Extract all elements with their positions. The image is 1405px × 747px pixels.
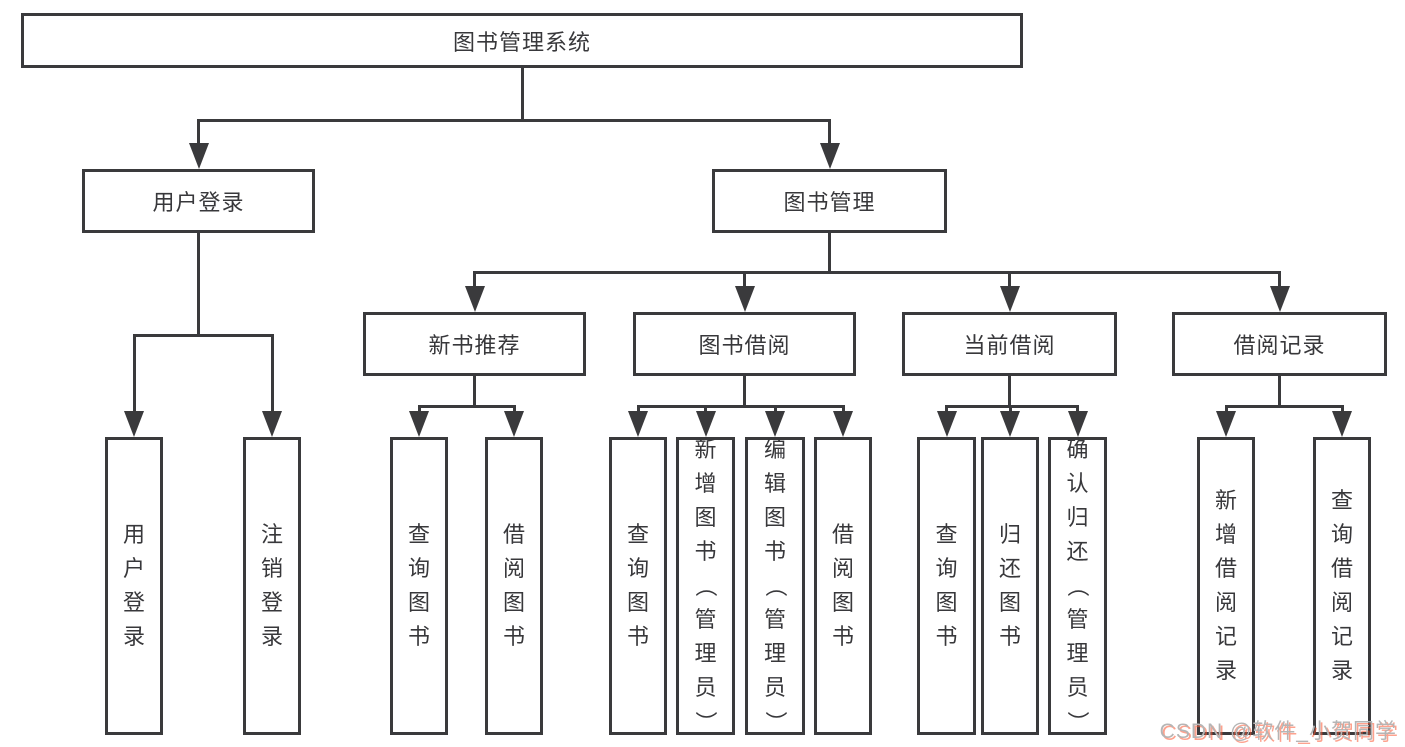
arrow-down-icon [765, 411, 785, 437]
connector-drop [945, 406, 948, 415]
node-label: 借阅图书 [502, 522, 525, 649]
node-label: 查询图书 [407, 522, 430, 649]
connector-stem [197, 233, 200, 335]
node-label: 新增借阅记录 [1214, 488, 1237, 683]
node-add-borrow-record: 新增借阅记录 [1197, 437, 1255, 735]
connector-drop [704, 406, 707, 415]
arrow-down-icon [936, 411, 957, 437]
node-return-book: 归还图书 [981, 437, 1039, 735]
node-label: 注销登录 [260, 522, 283, 649]
node-logout: 注销登录 [243, 437, 301, 735]
node-library-system: 图书管理系统 [21, 13, 1023, 68]
node-label: 查询借阅记录 [1330, 488, 1353, 683]
arrow-down-icon [1269, 286, 1290, 312]
node-label: 编辑图书（管理员） [762, 437, 788, 734]
watermark: CSDN @软件_小贺同学 [1159, 720, 1397, 743]
connector-drop [828, 120, 831, 147]
node-user-login-group: 用户登录 [82, 169, 315, 233]
arrow-down-icon [124, 411, 144, 437]
node-label: 用户登录 [122, 522, 145, 649]
connector-branch [473, 270, 1281, 274]
node-add-book-admin: 新增图书（管理员） [676, 437, 735, 735]
connector-stem [1008, 376, 1011, 406]
arrow-down-icon [1216, 411, 1236, 437]
node-borrow-records: 借阅记录 [1172, 312, 1387, 376]
node-label: 新增图书（管理员） [693, 437, 719, 734]
connector-drop [1008, 406, 1012, 415]
arrow-down-icon [464, 286, 485, 312]
connector-drop [1340, 406, 1344, 415]
connector-drop [1278, 272, 1281, 290]
node-label: 查询图书 [935, 522, 958, 649]
node-label: 新书推荐 [428, 333, 521, 358]
arrow-down-icon [999, 286, 1020, 312]
connector-stem [1278, 376, 1281, 406]
node-query-books-1: 查询图书 [390, 437, 448, 735]
connector-drop [1224, 406, 1228, 415]
connector-branch [1224, 404, 1344, 408]
node-borrow-books-1: 借阅图书 [485, 437, 543, 735]
connector-drop [473, 272, 476, 290]
node-label: 当前借阅 [963, 333, 1056, 358]
connector-branch [636, 404, 845, 408]
arrow-down-icon [504, 411, 524, 437]
arrow-down-icon [628, 411, 648, 437]
arrow-down-icon [1000, 411, 1020, 437]
connector-drop [743, 272, 746, 290]
node-new-book-recommend: 新书推荐 [363, 312, 586, 376]
arrow-down-icon [188, 143, 209, 169]
connector-drop [773, 406, 777, 415]
arrow-down-icon [695, 411, 716, 437]
arrow-down-icon [262, 411, 282, 437]
arrow-down-icon [1332, 411, 1352, 437]
connector-branch [417, 404, 516, 408]
connector-drop [417, 406, 421, 415]
node-book-management: 图书管理 [712, 169, 947, 233]
connector-drop [841, 406, 845, 415]
connector-stem [473, 376, 476, 406]
node-label: 借阅图书 [831, 522, 854, 649]
connector-stem [743, 376, 746, 406]
node-user-login: 用户登录 [105, 437, 163, 735]
node-label: 借阅记录 [1233, 333, 1326, 358]
connector-drop [270, 335, 274, 415]
connector-branch [197, 118, 831, 122]
connector-stem [520, 68, 524, 120]
arrow-down-icon [409, 411, 429, 437]
node-current-borrowing: 当前借阅 [902, 312, 1117, 376]
node-label: 图书管理系统 [452, 29, 591, 55]
connector-branch [945, 404, 1079, 408]
node-borrow-books-2: 借阅图书 [814, 437, 872, 735]
arrow-down-icon [833, 411, 853, 437]
arrow-down-icon [1067, 411, 1088, 437]
node-query-books-3: 查询图书 [917, 437, 976, 735]
node-label: 查询图书 [626, 522, 649, 649]
connector-drop [1008, 272, 1011, 290]
node-edit-book-admin: 编辑图书（管理员） [745, 437, 805, 735]
connector-stem [828, 233, 831, 272]
node-label: 图书借阅 [698, 333, 791, 358]
node-label: 归还图书 [998, 522, 1021, 649]
connector-drop [512, 406, 516, 415]
node-label: 图书管理 [783, 190, 876, 215]
connector-branch [132, 333, 274, 337]
node-query-books-2: 查询图书 [609, 437, 667, 735]
node-book-borrowing: 图书借阅 [633, 312, 856, 376]
connector-drop [636, 406, 640, 415]
arrow-down-icon [819, 143, 840, 169]
arrow-down-icon [734, 286, 755, 312]
node-query-borrow-record: 查询借阅记录 [1313, 437, 1371, 735]
node-label: 用户登录 [152, 190, 245, 215]
node-confirm-return-admin: 确认归还（管理员） [1048, 437, 1107, 735]
connector-drop [132, 335, 136, 415]
connector-drop [1076, 406, 1079, 415]
connector-drop [197, 120, 200, 147]
node-label: 确认归还（管理员） [1065, 437, 1091, 734]
